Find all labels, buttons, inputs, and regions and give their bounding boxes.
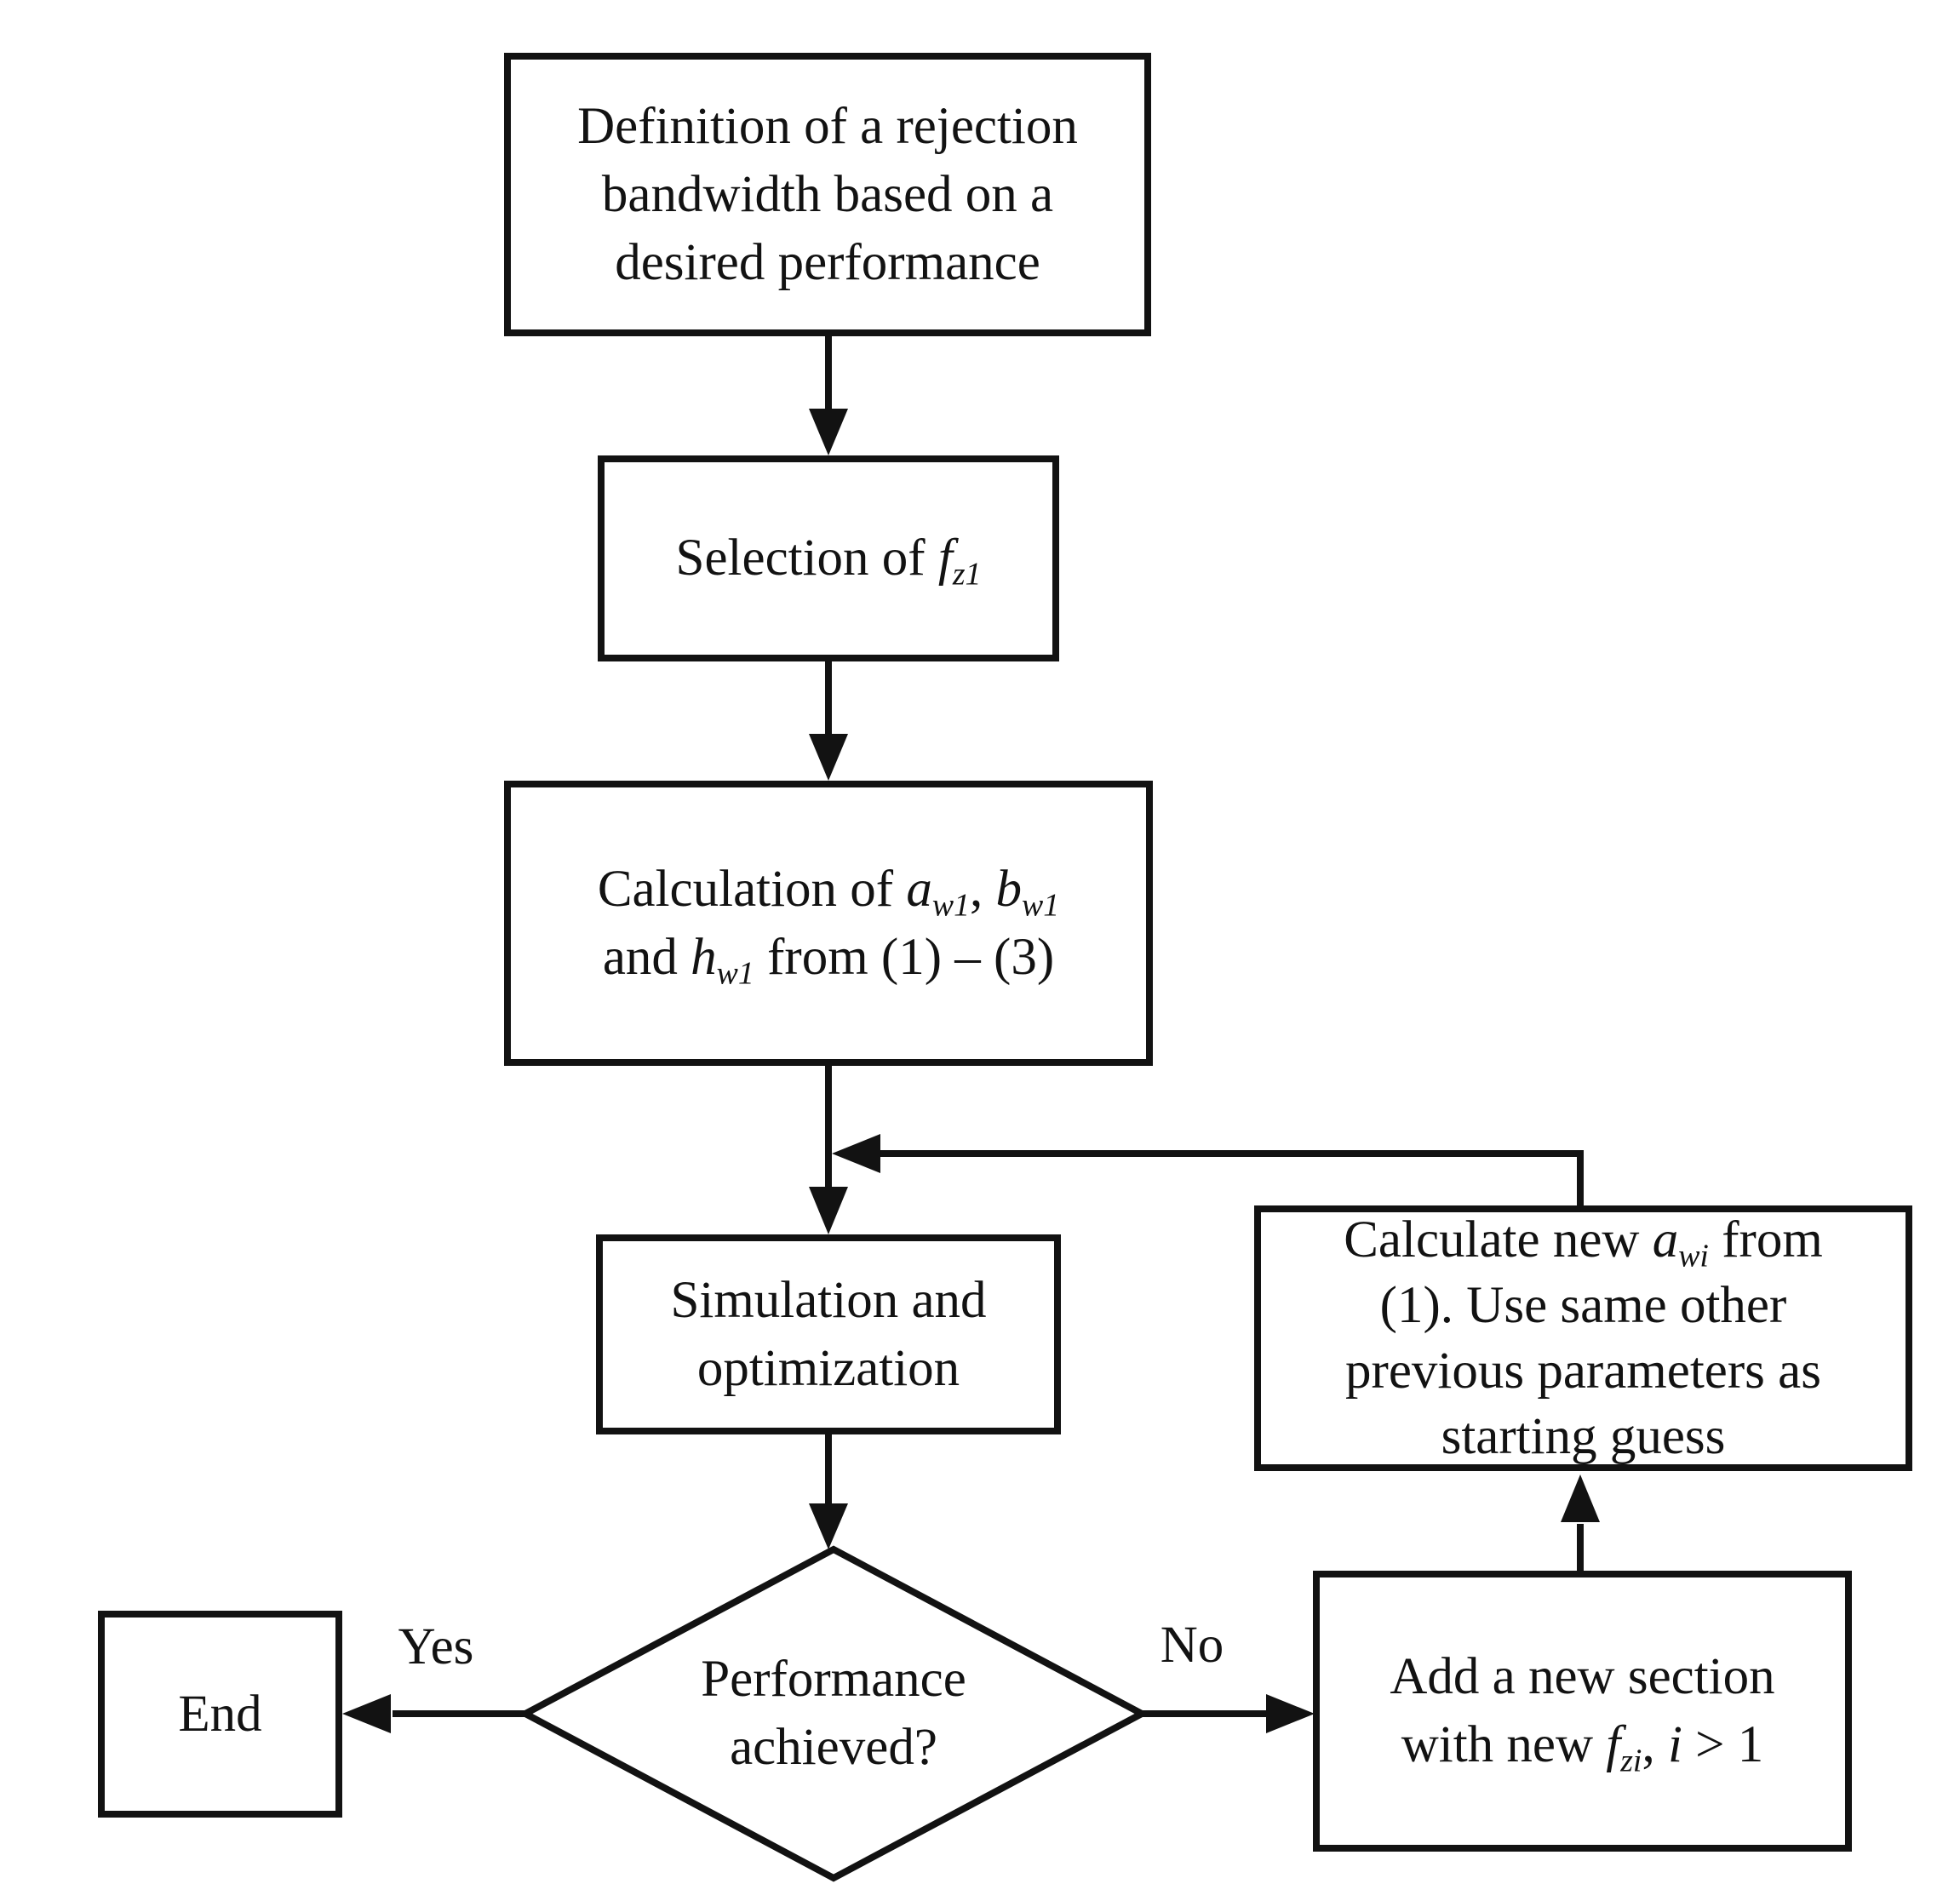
add-section-text2: , <box>1642 1716 1668 1773</box>
calculation-text1: Calculation of <box>597 860 907 918</box>
var-f-new-subscript: zi <box>1620 1743 1642 1779</box>
node-simulation-line2: optimization <box>696 1339 960 1397</box>
arrowhead-simulation-decision <box>809 1503 848 1549</box>
node-selection: Selection of fz1 <box>598 455 1059 661</box>
var-a: a <box>906 860 932 918</box>
node-selection-prefix: Selection of <box>675 530 938 587</box>
node-calculation: Calculation of aw1, bw1 and hw1 from (1)… <box>504 781 1153 1066</box>
node-add-section-line1: Add a new section <box>1390 1648 1775 1705</box>
node-simulation-line1: Simulation and <box>670 1271 987 1329</box>
node-calc-new-line4: starting guess <box>1441 1408 1726 1465</box>
node-definition: Definition of a rejection bandwidth base… <box>504 53 1151 336</box>
node-end: End <box>98 1611 342 1818</box>
calculation-text3: and <box>602 928 691 986</box>
edge-label-no: No <box>1160 1617 1224 1674</box>
arrowhead-addsection-calcnew <box>1561 1474 1600 1522</box>
var-b: b <box>995 860 1023 918</box>
node-calculation-line2: and hw1 from (1) – (3) <box>511 924 1146 992</box>
node-decision-label: Performance achieved? <box>701 1646 966 1782</box>
node-add-section-line2: with new fzi, i > 1 <box>1320 1711 1845 1779</box>
var-i: i <box>1667 1716 1682 1773</box>
arrowhead-definition-selection <box>809 409 848 455</box>
node-end-label: End <box>178 1685 262 1743</box>
calculation-text2: , <box>970 860 996 918</box>
arrowhead-decision-addsection <box>1266 1694 1315 1733</box>
node-calc-new: Calculate new awi from (1). Use same oth… <box>1254 1205 1912 1471</box>
var-f: f <box>937 530 953 587</box>
var-a-new-subscript: wi <box>1678 1238 1709 1274</box>
var-f-subscript: z1 <box>952 556 982 593</box>
node-add-section: Add a new section with new fzi, i > 1 <box>1313 1571 1852 1852</box>
node-simulation: Simulation and optimization <box>596 1234 1061 1434</box>
calc-new-text2: from <box>1708 1211 1823 1268</box>
calculation-text4: from (1) – (3) <box>754 928 1055 986</box>
calc-new-text1: Calculate new <box>1344 1211 1653 1268</box>
node-decision-line1: Performance <box>701 1651 966 1708</box>
var-a-new: a <box>1652 1211 1679 1268</box>
node-calc-new-line1: Calculate new awi from <box>1261 1207 1906 1273</box>
var-b-subscript: w1 <box>1022 886 1060 923</box>
node-decision-line2: achieved? <box>730 1719 937 1776</box>
arrowhead-selection-calculation <box>809 734 848 781</box>
var-h: h <box>691 928 717 986</box>
arrowhead-calculation-simulation <box>809 1187 848 1234</box>
add-section-text1: with new <box>1401 1716 1607 1773</box>
node-selection-text: Selection of fz1 <box>605 524 1052 593</box>
node-definition-line1: Definition of a rejection <box>577 97 1078 155</box>
decision-diamond-shape <box>518 1545 1149 1882</box>
arrowhead-decision-end <box>342 1694 391 1733</box>
node-definition-line2: bandwidth based on a <box>601 165 1054 223</box>
var-h-subscript: w1 <box>716 954 754 991</box>
arrowhead-feedback-junction <box>832 1134 880 1173</box>
node-calc-new-line2: (1). Use same other <box>1379 1277 1787 1334</box>
edge-label-yes: Yes <box>398 1618 474 1675</box>
node-calc-new-line3: previous parameters as <box>1345 1343 1821 1400</box>
add-section-text3: > 1 <box>1682 1716 1764 1773</box>
node-definition-line3: desired performance <box>615 233 1040 291</box>
var-a-subscript: w1 <box>931 886 970 923</box>
node-calculation-line1: Calculation of aw1, bw1 <box>511 856 1146 924</box>
var-f-new: f <box>1606 1716 1621 1773</box>
